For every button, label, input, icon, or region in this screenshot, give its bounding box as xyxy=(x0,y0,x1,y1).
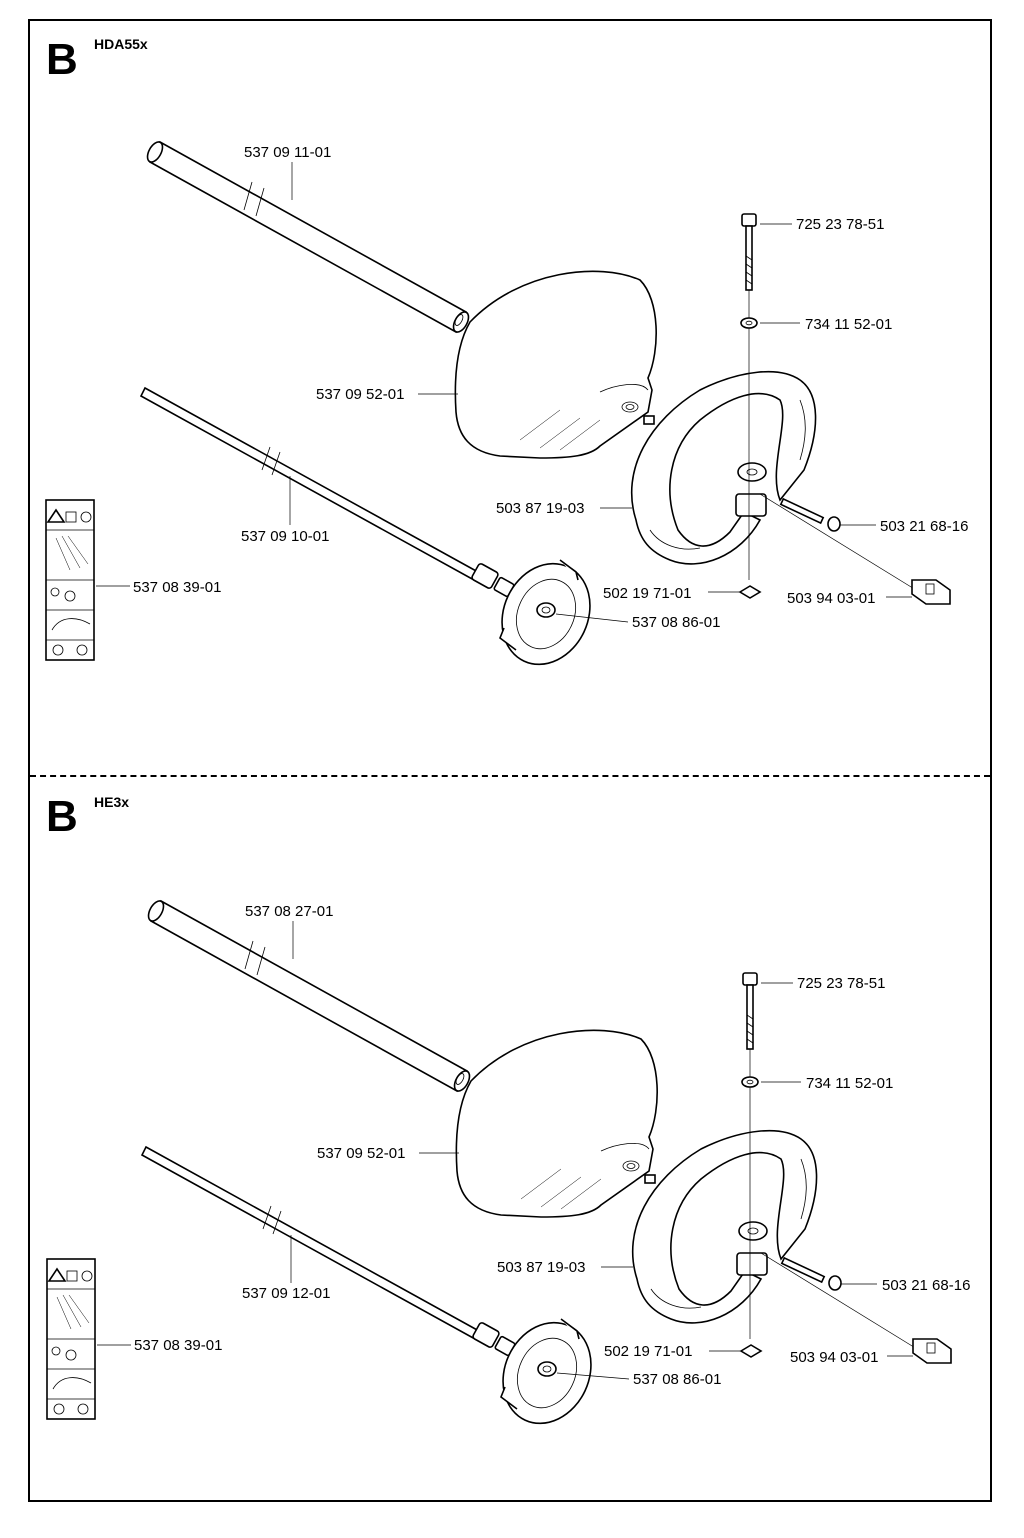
tube-part xyxy=(146,140,470,334)
label-hub: 537 08 86-01 xyxy=(633,1371,721,1388)
screw-part xyxy=(760,1252,918,1350)
label-bolt: 725 23 78-51 xyxy=(797,975,885,992)
label-clamp: 503 94 03-01 xyxy=(790,1349,878,1366)
screw-part xyxy=(759,493,917,591)
label-shaft: 537 09 10-01 xyxy=(241,528,329,545)
decal-part xyxy=(45,499,95,661)
part-labels: 537 08 27-01 537 09 52-01 537 09 12-01 5… xyxy=(134,903,970,1388)
handle-part xyxy=(631,1129,818,1324)
decal-part xyxy=(46,1258,96,1420)
part-labels: 537 09 11-01 537 09 52-01 537 09 10-01 5… xyxy=(133,144,968,631)
exploded-diagram-bottom: 537 08 27-01 537 09 52-01 537 09 12-01 5… xyxy=(46,899,970,1425)
label-clamp: 503 94 03-01 xyxy=(787,590,875,607)
page-frame xyxy=(28,19,992,1502)
label-washer: 734 11 52-01 xyxy=(805,316,892,333)
hub-part xyxy=(500,1318,592,1425)
exploded-diagram-top: 537 09 11-01 537 09 52-01 537 09 10-01 5… xyxy=(45,140,968,666)
bolt-part xyxy=(742,972,758,1339)
guard-part xyxy=(454,270,657,459)
clamp-part xyxy=(911,579,951,605)
hub-part xyxy=(499,559,591,666)
nut-part xyxy=(738,585,762,599)
washer-part xyxy=(740,317,758,329)
section-letter: B xyxy=(46,792,78,841)
shaft-part xyxy=(140,1145,516,1357)
label-bolt: 725 23 78-51 xyxy=(796,216,884,233)
label-decal: 537 08 39-01 xyxy=(134,1337,222,1354)
label-hub: 537 08 86-01 xyxy=(632,614,720,631)
bolt-part xyxy=(741,213,757,580)
label-nut: 502 19 71-01 xyxy=(604,1343,692,1360)
washer-part xyxy=(741,1076,759,1088)
shaft-part xyxy=(139,386,515,598)
nut-part xyxy=(739,1344,763,1358)
section-divider xyxy=(30,775,990,777)
guard-part xyxy=(455,1029,658,1218)
tube-part xyxy=(147,899,471,1093)
label-guard: 537 09 52-01 xyxy=(317,1145,405,1162)
section-model: HDA55x xyxy=(94,36,148,52)
section-letter: B xyxy=(46,35,78,84)
label-nut: 502 19 71-01 xyxy=(603,585,691,602)
section-model: HE3x xyxy=(94,794,130,810)
label-tube: 537 08 27-01 xyxy=(245,903,333,920)
label-guard: 537 09 52-01 xyxy=(316,386,404,403)
clamp-part xyxy=(912,1338,952,1364)
label-shaft: 537 09 12-01 xyxy=(242,1285,330,1302)
label-washer: 734 11 52-01 xyxy=(806,1075,893,1092)
label-handle: 503 87 19-03 xyxy=(496,500,584,517)
leader-lines xyxy=(97,921,913,1380)
label-handle: 503 87 19-03 xyxy=(497,1259,585,1276)
label-screw: 503 21 68-16 xyxy=(880,518,968,535)
label-decal: 537 08 39-01 xyxy=(133,579,221,596)
leader-lines xyxy=(96,162,912,623)
handle-part xyxy=(630,370,817,565)
label-tube: 537 09 11-01 xyxy=(244,144,331,161)
label-screw: 503 21 68-16 xyxy=(882,1277,970,1294)
